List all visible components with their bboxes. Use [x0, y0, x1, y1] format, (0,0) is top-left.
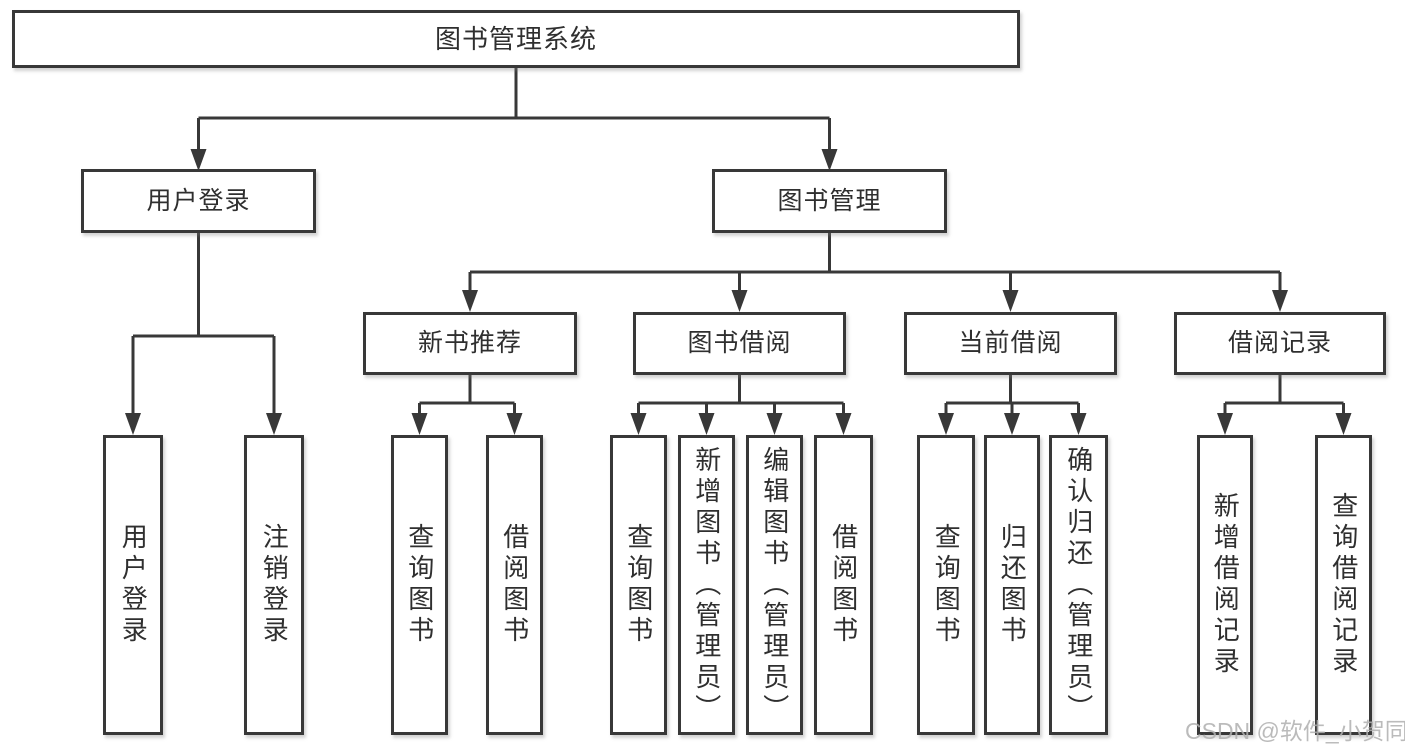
leaf-query-books-borrowing-label: 查询图书: [623, 523, 654, 647]
node-user-login: 用户登录: [81, 169, 316, 233]
leaf-query-borrow-record: 查询借阅记录: [1315, 435, 1372, 735]
leaf-logout-login: 注销登录: [244, 435, 304, 735]
leaf-query-books-current: 查询图书: [917, 435, 975, 735]
leaf-query-books-current-label: 查询图书: [931, 523, 962, 647]
node-user-login-label: 用户登录: [146, 186, 251, 215]
node-book-management-label: 图书管理: [777, 186, 882, 215]
node-borrowing-records-label: 借阅记录: [1227, 329, 1332, 357]
node-root: 图书管理系统: [12, 10, 1020, 68]
node-book-borrowing-label: 图书借阅: [687, 329, 792, 357]
leaf-add-books-admin-label: 新增图书（管理员）: [691, 445, 722, 725]
leaf-query-books-borrowing: 查询图书: [610, 435, 667, 735]
leaf-confirm-return-admin-label: 确认归还（管理员）: [1063, 445, 1094, 725]
node-current-borrowing: 当前借阅: [904, 312, 1117, 375]
leaf-edit-books-admin-label: 编辑图书（管理员）: [759, 445, 790, 725]
node-current-borrowing-label: 当前借阅: [958, 329, 1063, 357]
leaf-borrow-books-recommend-label: 借阅图书: [499, 523, 530, 647]
leaf-borrow-books-label: 借阅图书: [828, 523, 859, 647]
leaf-return-books: 归还图书: [984, 435, 1040, 735]
node-book-borrowing: 图书借阅: [633, 312, 846, 375]
node-new-book-recommendation-label: 新书推荐: [417, 329, 522, 357]
node-book-management: 图书管理: [712, 169, 947, 233]
leaf-borrow-books-recommend: 借阅图书: [486, 435, 543, 735]
leaf-add-borrow-record-label: 新增借阅记录: [1210, 492, 1241, 678]
leaf-query-books-recommend-label: 查询图书: [404, 523, 435, 647]
node-borrowing-records: 借阅记录: [1174, 312, 1386, 375]
leaf-borrow-books: 借阅图书: [814, 435, 873, 735]
node-root-label: 图书管理系统: [434, 24, 597, 54]
leaf-confirm-return-admin: 确认归还（管理员）: [1049, 435, 1108, 735]
leaf-return-books-label: 归还图书: [997, 523, 1028, 647]
leaf-add-borrow-record: 新增借阅记录: [1197, 435, 1253, 735]
leaf-edit-books-admin: 编辑图书（管理员）: [746, 435, 803, 735]
leaf-query-books-recommend: 查询图书: [391, 435, 448, 735]
leaf-logout-login-label: 注销登录: [259, 523, 290, 647]
node-new-book-recommendation: 新书推荐: [363, 312, 577, 375]
watermark: CSDN @软件_小贺同学: [1185, 718, 1405, 744]
leaf-query-borrow-record-label: 查询借阅记录: [1328, 492, 1359, 678]
leaf-user-login: 用户登录: [103, 435, 163, 735]
leaf-user-login-label: 用户登录: [118, 523, 149, 647]
leaf-add-books-admin: 新增图书（管理员）: [678, 435, 735, 735]
